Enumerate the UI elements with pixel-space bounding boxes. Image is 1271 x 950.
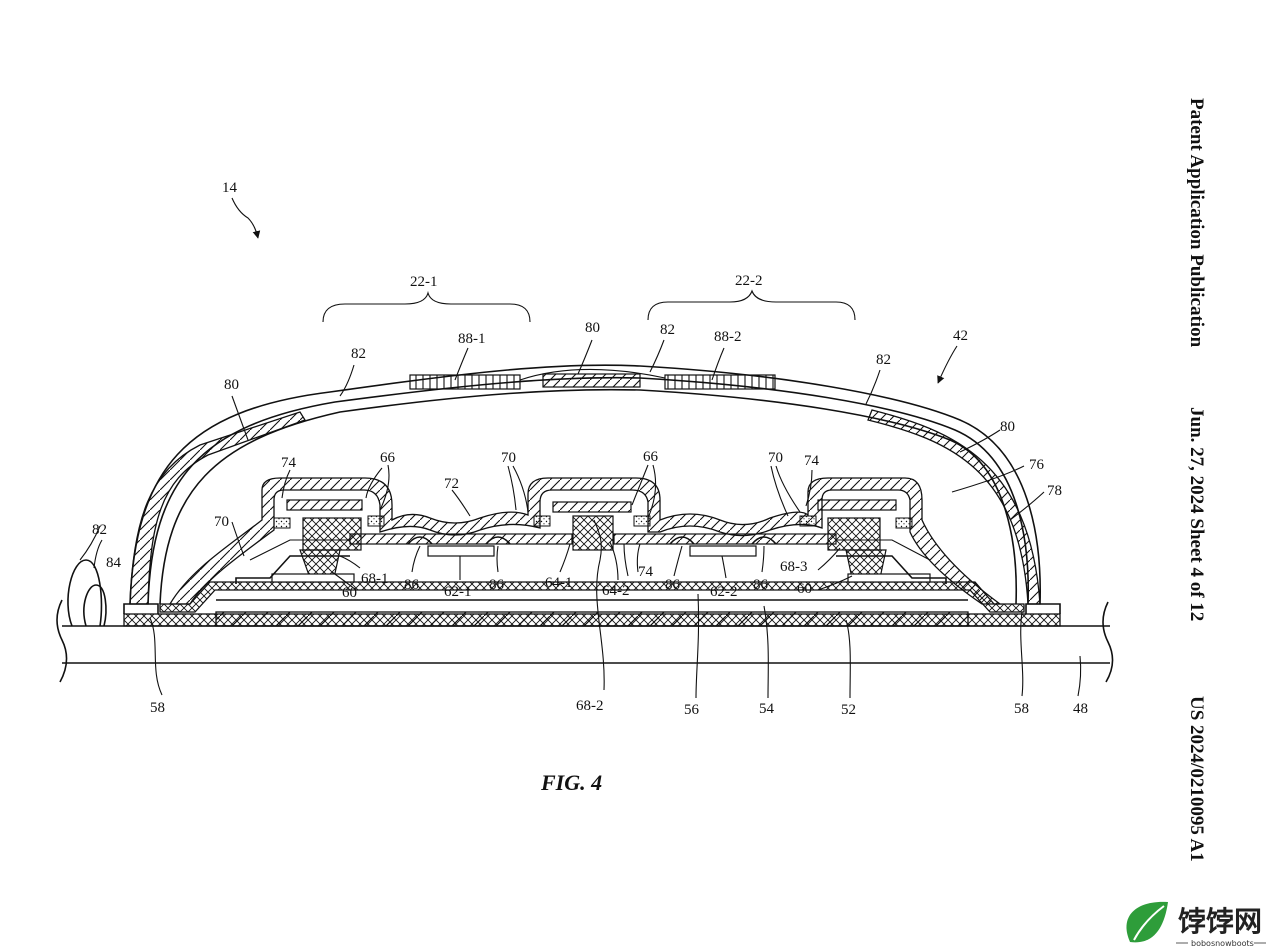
leaf-logo-icon [1126,901,1168,943]
base-layers [123,581,1061,627]
label-82-bump: 82 [92,522,107,538]
label-56: 56 [684,702,700,718]
label-52: 52 [841,702,856,718]
label-60-right: 60 [797,581,812,597]
label-68-2: 68-2 [576,698,604,714]
label-22-2: 22-2 [735,273,763,289]
publication-date-sheet: Jun. 27, 2024 Sheet 4 of 12 [1186,407,1207,621]
label-62-1: 62-1 [444,584,472,600]
label-86-c: 86 [665,577,681,593]
label-66-left: 66 [380,450,396,466]
watermark-site: bobosnowboots [1191,939,1254,948]
label-70-right: 70 [768,450,783,466]
label-68-1: 68-1 [361,571,389,587]
label-86-d: 86 [753,577,769,593]
device-stack [235,499,947,584]
label-70-center: 70 [501,450,516,466]
label-62-2: 62-2 [710,584,738,600]
figure-caption: FIG. 4 [540,770,602,795]
label-74-left: 74 [281,455,297,471]
label-86-a: 86 [404,577,420,593]
label-82-left: 82 [351,346,366,362]
label-64-1: 64-1 [545,575,573,591]
watermark-name: 饽饽网 [1178,905,1262,938]
label-54: 54 [759,701,775,717]
label-88-2: 88-2 [714,329,742,345]
label-66-right: 66 [643,449,659,465]
label-70-left: 70 [214,514,229,530]
label-84: 84 [106,555,122,571]
publication-title: Patent Application Publication [1186,98,1207,348]
external-bumps-82-84 [67,559,107,627]
label-78: 78 [1047,483,1062,499]
watermark: 饽饽网 bobosnowboots [1126,901,1266,948]
label-42: 42 [953,328,968,344]
dome-encapsulation [129,364,1042,605]
label-48: 48 [1073,701,1088,717]
label-22-1: 22-1 [410,274,438,290]
publication-header: Patent Application Publication Jun. 27, … [1186,98,1207,862]
label-80-left: 80 [224,377,239,393]
label-82-top: 82 [660,322,675,338]
label-80-right: 80 [1000,419,1015,435]
label-58-left: 58 [150,700,165,716]
label-74-right: 74 [804,453,820,469]
label-76: 76 [1029,457,1045,473]
reference-labels: 14 22-1 22-2 42 80 80 80 82 82 82 82 84 … [92,180,1088,718]
label-82-right: 82 [876,352,891,368]
publication-number: US 2024/0210095 A1 [1186,696,1207,862]
label-80-top: 80 [585,320,600,336]
label-68-3: 68-3 [780,559,808,575]
label-88-1: 88-1 [458,331,486,347]
label-58-right: 58 [1014,701,1029,717]
label-14: 14 [222,180,238,196]
label-64-2: 64-2 [602,583,630,599]
label-60-left: 60 [342,585,357,601]
leader-lines [79,197,1082,699]
label-86-b: 86 [489,577,505,593]
label-72: 72 [444,476,459,492]
label-74-center: 74 [638,564,654,580]
